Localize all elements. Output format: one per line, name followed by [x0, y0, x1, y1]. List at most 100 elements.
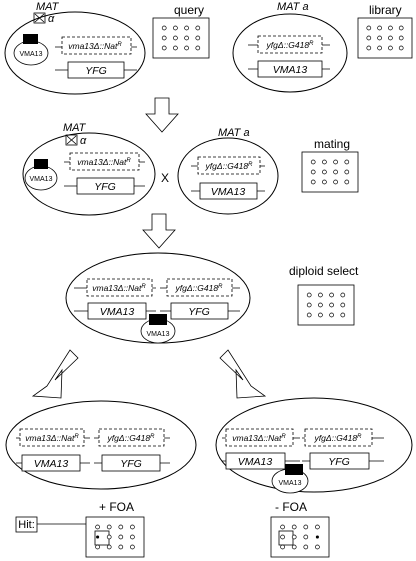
- plasmid-marker: [23, 34, 38, 44]
- colony-dot: [291, 534, 297, 540]
- colony-dot: [161, 25, 167, 31]
- colony-dot: [106, 544, 112, 550]
- yfg-g418-cassette: [98, 428, 165, 447]
- vma13-label: VMA13: [273, 64, 308, 76]
- cell-outline: [215, 397, 413, 493]
- colony-dot: [340, 302, 346, 308]
- alpha-label: α: [48, 13, 55, 25]
- colony-dot: [118, 524, 124, 530]
- colony-dot: [303, 524, 309, 530]
- yfg-g418-cassette: [304, 428, 373, 447]
- yfg-g418-label: yfgΔ::G418R: [266, 40, 315, 50]
- library-label: library: [369, 3, 402, 17]
- colony-dot: [398, 25, 404, 31]
- mating-library-cell: MAT a yfgΔ::G418R VMA13: [177, 127, 279, 215]
- plate-rect: [152, 17, 210, 59]
- colony-grid: [306, 292, 346, 318]
- yfg-label: YFG: [188, 306, 210, 318]
- colony-grid: [161, 25, 201, 51]
- query-label: query: [174, 3, 204, 17]
- yfg-gene-box: [101, 454, 161, 472]
- yfg-label: YFG: [120, 458, 142, 470]
- colony-dot: [306, 312, 312, 318]
- diploid-select-label: diploid select: [289, 264, 359, 278]
- colony-dot: [291, 544, 297, 550]
- vma13-gene-box: [87, 302, 147, 320]
- colony-dot: [315, 524, 320, 530]
- vma13-gene-box: [21, 454, 81, 472]
- plate-rect: [357, 17, 413, 59]
- colony-dot: [173, 35, 178, 41]
- colony-dot: [184, 35, 189, 41]
- vma13-nat-label: vma13Δ::NatR: [77, 157, 131, 167]
- colony-dot: [291, 524, 297, 530]
- library-strain-cell: MAT a yfgΔ::G418R VMA13: [232, 1, 348, 93]
- colony-dot: [161, 45, 167, 51]
- vma13-label: VMA13: [238, 456, 273, 468]
- colony-dot: [318, 292, 323, 298]
- plasmid-label: VMA13: [147, 331, 170, 338]
- vma13-nat-cassette: [225, 428, 294, 447]
- yfg-label: YFG: [94, 181, 116, 193]
- vma13-nat-label: vma13Δ::NatR: [25, 433, 79, 443]
- colony-dot: [161, 35, 167, 41]
- colony-dot: [280, 534, 285, 540]
- plate-rect: [270, 516, 330, 558]
- colony-dot: [398, 45, 404, 51]
- plus-foa-plate: + FOA Hit:: [15, 500, 145, 558]
- vma13-nat-cassette: [19, 428, 85, 447]
- minus-foa-label: - FOA: [275, 500, 307, 514]
- colony-dot: [118, 534, 124, 540]
- plasmid-label: VMA13: [20, 51, 43, 58]
- yfg-g418-label: yfgΔ::G418R: [175, 283, 224, 293]
- colony-dot: [322, 169, 327, 175]
- colony-dot: [118, 544, 124, 550]
- colony-dot: [310, 169, 316, 175]
- colony-dot: [366, 25, 372, 31]
- colony-dot: [310, 159, 316, 165]
- plasmid-marker: [34, 159, 48, 169]
- plasmid-marker: [285, 464, 303, 475]
- plasmid-label: VMA13: [279, 480, 302, 487]
- vma13-nat-label: vma13Δ::NatR: [68, 41, 122, 51]
- colony-dot: [106, 524, 112, 530]
- colony-dot: [333, 179, 338, 185]
- hit-box: [15, 516, 38, 533]
- colony-dot: [184, 45, 189, 51]
- query-plate: query: [152, 3, 210, 59]
- vma13-gene-box: [199, 182, 258, 200]
- yfg-gene-box: [76, 177, 135, 195]
- plate-rect: [301, 151, 359, 193]
- colony-dot: [195, 25, 201, 31]
- colony-grid: [95, 524, 135, 550]
- cell-outline: [232, 13, 348, 93]
- colony-dot: [173, 45, 178, 51]
- colony-dot: [318, 312, 323, 318]
- colony-dot: [315, 544, 320, 550]
- minus-foa-plate: - FOA: [270, 500, 330, 558]
- down-arrow: [142, 213, 176, 249]
- colony-dot: [344, 169, 350, 175]
- colony-dot: [184, 25, 189, 31]
- library-plate: library: [357, 3, 413, 59]
- vma13-nat-label: vma13Δ::NatR: [92, 283, 146, 293]
- query-strain-cell: MAT α VMA13 vma13Δ::NatR YFG: [4, 1, 146, 95]
- vma13-nat-cassette: [61, 36, 132, 55]
- colony-dot: [106, 534, 112, 540]
- cell-outline: [4, 11, 146, 95]
- yfg-g418-cassette: [197, 156, 261, 175]
- cell-outline: [22, 132, 156, 216]
- mating-plate: mating: [301, 137, 359, 193]
- yfg-label: YFG: [85, 65, 107, 77]
- mat-label: MAT: [36, 1, 60, 13]
- vma13-nat-cassette: [86, 278, 153, 297]
- yfg-g418-label: yfgΔ::G418R: [205, 161, 254, 171]
- colony-dot: [329, 292, 334, 298]
- alpha-label: α: [80, 135, 87, 147]
- colony-grid: [310, 159, 350, 185]
- colony-dot: [315, 535, 319, 539]
- yfg-g418-cassette: [166, 278, 233, 297]
- colony-dot: [303, 534, 309, 540]
- mat-a-label: MAT a: [277, 1, 309, 13]
